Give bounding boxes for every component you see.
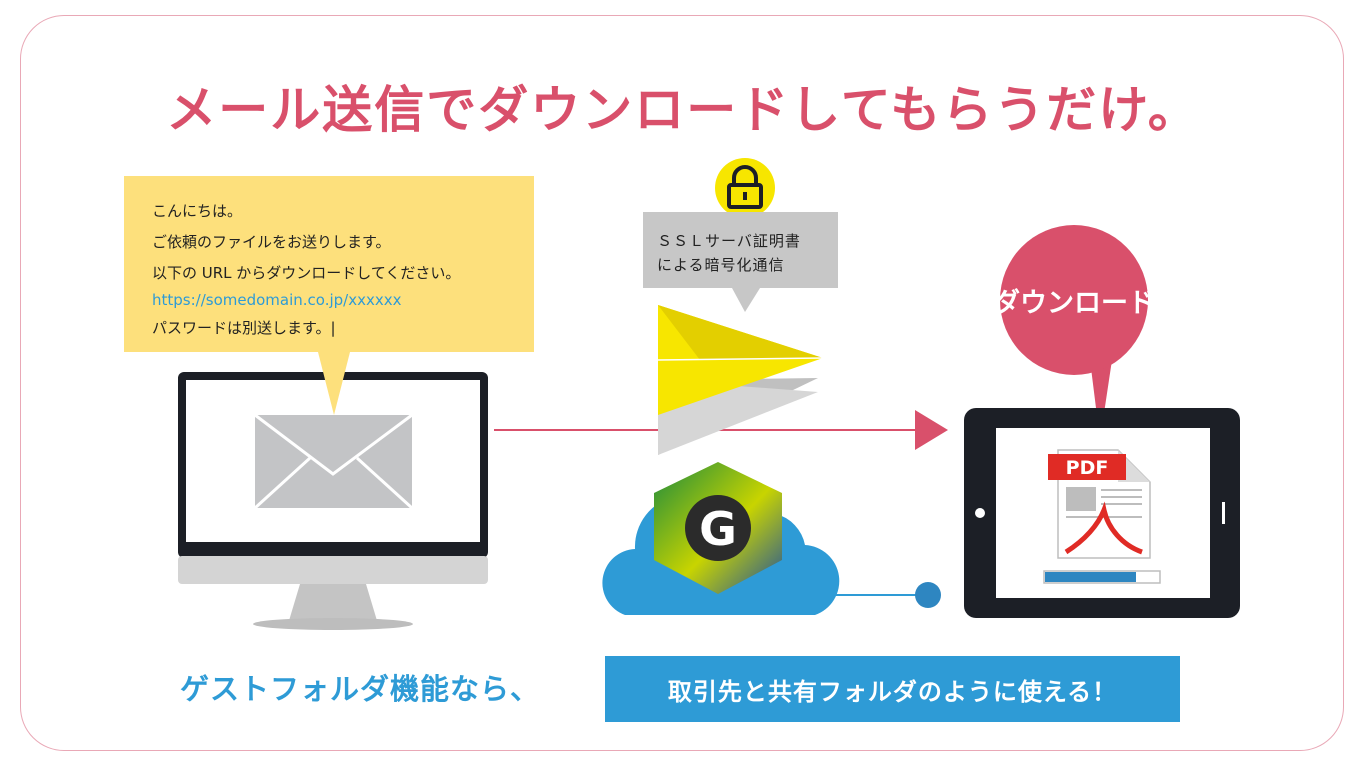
tagline-box: 取引先と共有フォルダのように使える！ <box>605 656 1180 722</box>
headline: メール送信でダウンロードしてもらうだけ。 <box>166 81 1200 139</box>
ssl-line-1: ＳＳＬサーバ証明書 <box>657 232 801 250</box>
pdf-file-icon: PDF <box>1048 449 1151 559</box>
download-progress-bar <box>1043 570 1161 584</box>
logo-letter: G <box>699 502 737 556</box>
mail-bubble-tail <box>318 352 350 415</box>
download-label: ダウンロード <box>993 287 1155 319</box>
ssl-bubble: ＳＳＬサーバ証明書 による暗号化通信 <box>643 212 838 288</box>
mail-line-password: パスワードは別送します。| <box>152 319 336 337</box>
mail-line-url[interactable]: https://somedomain.co.jp/xxxxxx <box>152 291 402 309</box>
mail-line-greeting: こんにちは。 <box>152 202 243 220</box>
g-logo-icon: G <box>654 462 782 594</box>
lock-icon <box>715 158 775 218</box>
ssl-line-2: による暗号化通信 <box>657 256 785 274</box>
paper-plane-icon <box>657 305 824 455</box>
ssl-bubble-tail <box>732 288 760 312</box>
tagline-left: ゲストフォルダ機能なら、 <box>180 672 541 706</box>
download-badge: ダウンロード <box>993 225 1155 375</box>
envelope-icon <box>253 413 414 510</box>
mail-line-instruction: 以下の URL からダウンロードしてください。 <box>152 264 461 282</box>
download-bubble-tail <box>1090 360 1112 440</box>
pdf-label: PDF <box>1066 457 1109 479</box>
cloud-connector <box>835 582 941 608</box>
mail-line-request: ご依頼のファイルをお送りします。 <box>152 233 391 251</box>
tagline-right: 取引先と共有フォルダのように使える！ <box>667 677 1118 706</box>
mail-message-bubble: こんにちは。 ご依頼のファイルをお送りします。 以下の URL からダウンロード… <box>124 176 534 352</box>
content-frame <box>20 15 1344 751</box>
